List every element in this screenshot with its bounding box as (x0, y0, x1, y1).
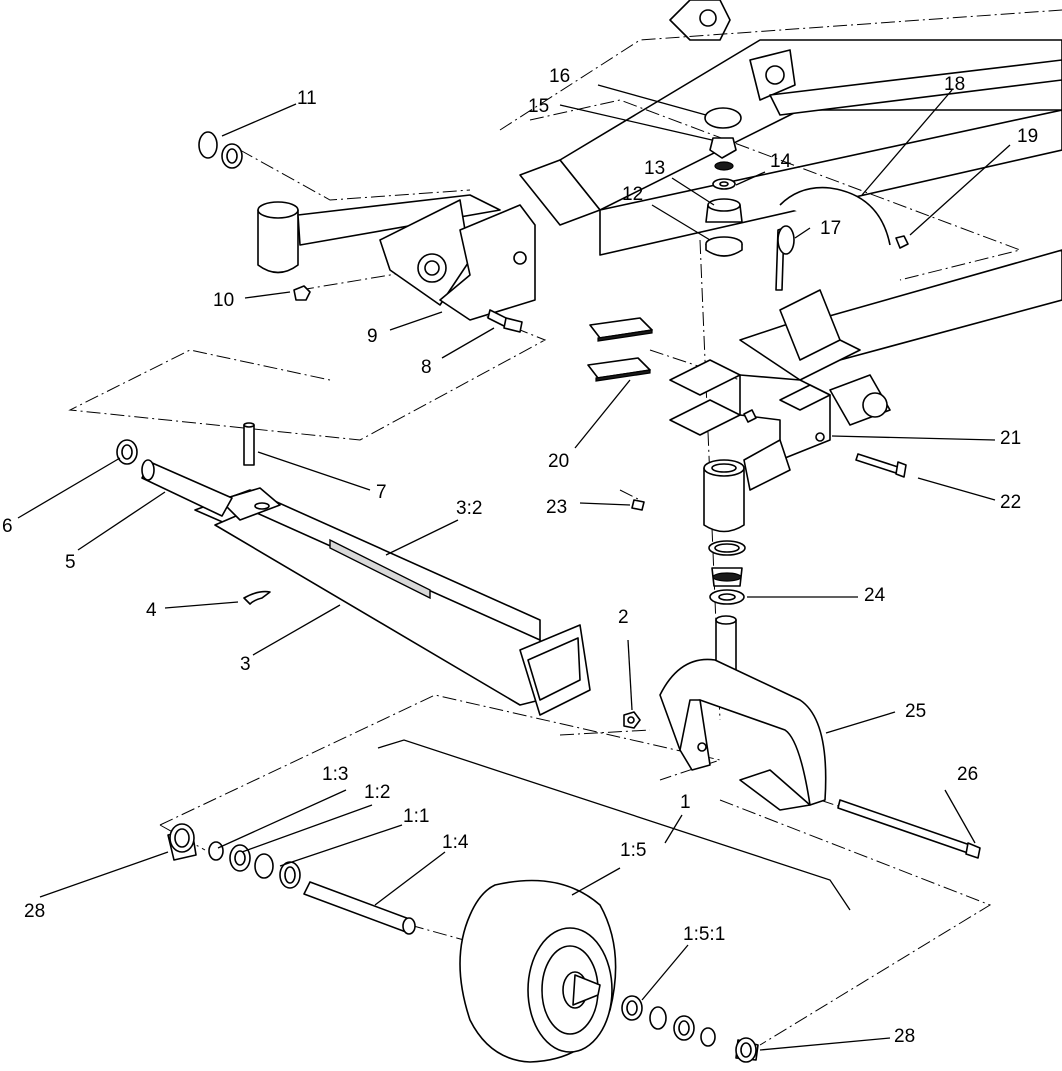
callout-15: 15 (528, 96, 549, 117)
callout-10: 10 (213, 290, 234, 311)
callout-6: 6 (2, 516, 13, 537)
mower-frame (519, 0, 1062, 426)
callout-17: 17 (820, 218, 841, 239)
callout-19: 19 (1017, 126, 1038, 147)
callout-12: 12 (622, 184, 643, 205)
wheel-spacer-28-right (735, 1037, 759, 1063)
pin-7 (243, 422, 255, 466)
callout-11: 11 (297, 88, 317, 109)
leader-lines (17, 84, 1011, 1051)
bolt-23 (631, 499, 645, 511)
caster-bearing-stack (704, 107, 743, 257)
callout-3-2: 3:2 (456, 498, 482, 519)
pivot-bracket (379, 199, 536, 321)
nut-2 (623, 711, 641, 729)
callout-20: 20 (548, 451, 569, 472)
assembly-bracket-1 (377, 739, 851, 911)
callout-28-left: 28 (24, 901, 45, 922)
hex-bolt-8 (487, 309, 523, 333)
axle-spacer-tube (303, 881, 416, 935)
nut-10 (293, 285, 311, 301)
callout-22: 22 (1000, 492, 1021, 513)
wheel-bearings-right (621, 995, 716, 1047)
callout-28-right: 28 (894, 1026, 915, 1047)
callout-7: 7 (376, 482, 387, 503)
callout-2: 2 (618, 607, 629, 628)
safety-cable (775, 186, 909, 291)
callout-1-3: 1:3 (322, 764, 348, 785)
callout-24: 24 (864, 585, 886, 606)
bolt-22 (855, 453, 907, 478)
callout-5: 5 (65, 552, 76, 573)
callout-14: 14 (770, 151, 792, 172)
callout-1-4: 1:4 (442, 832, 469, 853)
callout-8: 8 (421, 357, 432, 378)
hairpin-4 (243, 590, 271, 605)
caster-pivot-tube (703, 439, 791, 533)
callout-26: 26 (957, 764, 978, 785)
callout-1-1: 1:1 (403, 806, 429, 827)
axle-arm (194, 487, 591, 716)
callout-labels: 16 15 14 13 12 18 19 17 11 10 9 8 20 21 … (2, 66, 1038, 1047)
caster-fork (659, 615, 827, 811)
wheel-bearings-left (208, 841, 301, 889)
washer-6 (116, 439, 138, 465)
axle-bolt-26 (837, 799, 981, 859)
callout-4: 4 (146, 600, 157, 621)
pivot-shaft-5 (141, 459, 233, 517)
lower-bearing-stack (708, 540, 746, 605)
callout-3: 3 (240, 654, 251, 675)
caster-mount (669, 359, 831, 461)
wheel-tire (459, 879, 617, 1063)
shims (587, 317, 653, 382)
callout-1-5: 1:5 (620, 840, 646, 861)
lynch-pin (198, 131, 243, 169)
callout-9: 9 (367, 326, 378, 347)
callout-25: 25 (905, 701, 926, 722)
callout-21: 21 (1000, 428, 1021, 449)
callout-1-2: 1:2 (364, 782, 390, 803)
callout-23: 23 (546, 497, 567, 518)
callout-1-5-1: 1:5:1 (683, 924, 725, 945)
callout-16: 16 (549, 66, 570, 87)
callout-13: 13 (644, 158, 665, 179)
wheel-spacer-28-left (167, 823, 197, 861)
callout-18: 18 (944, 74, 965, 95)
callout-1: 1 (680, 792, 691, 813)
